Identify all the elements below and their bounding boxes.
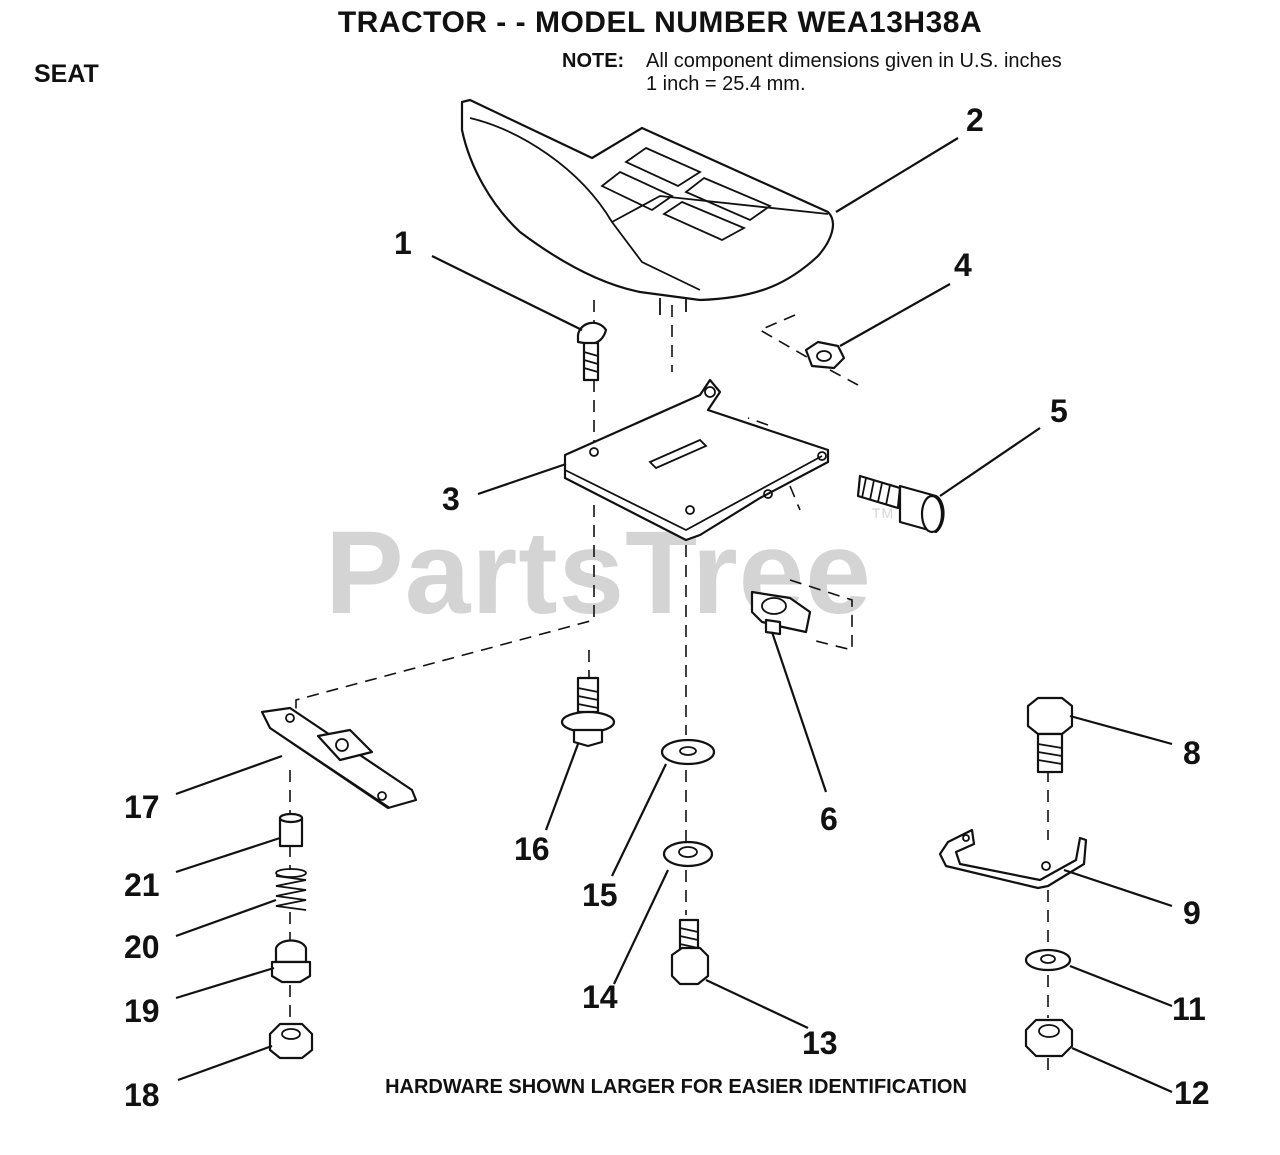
hex-bolt-large-part xyxy=(1026,696,1074,774)
flange-nut-part xyxy=(268,1022,314,1060)
leader-lines xyxy=(175,137,1173,1094)
callout-5: 5 xyxy=(1050,393,1068,429)
seat-bracket-part xyxy=(563,378,830,542)
slide-plate-part xyxy=(260,706,418,810)
callout-1: 1 xyxy=(394,225,412,261)
callout-13: 13 xyxy=(802,1025,838,1061)
spring-part xyxy=(275,868,307,911)
callout-21: 21 xyxy=(124,867,160,903)
pin-part xyxy=(278,812,304,848)
note-line-1: All component dimensions given in U.S. i… xyxy=(646,50,1062,72)
flange-bolt-part xyxy=(560,676,616,748)
lock-washer-part xyxy=(662,840,714,868)
hardware-footnote: HARDWARE SHOWN LARGER FOR EASIER IDENTIF… xyxy=(385,1076,967,1098)
callout-18: 18 xyxy=(124,1077,160,1113)
flat-washer-part xyxy=(660,738,716,766)
callout-numbers: 1 2 3 4 5 6 8 9 11 12 13 14 15 16 17 18 … xyxy=(124,102,1210,1113)
callout-11: 11 xyxy=(1172,991,1206,1027)
shoulder-bolt-part xyxy=(856,474,945,534)
dimension-note: NOTE: All component dimensions given in U… xyxy=(562,50,1062,96)
note-line-2: 1 inch = 25.4 mm. xyxy=(646,73,806,95)
callout-16: 16 xyxy=(514,831,550,867)
callout-12: 12 xyxy=(1174,1075,1210,1111)
hex-nut-part xyxy=(804,340,846,370)
note-label: NOTE: xyxy=(562,50,625,72)
callout-19: 19 xyxy=(124,993,160,1029)
callout-8: 8 xyxy=(1183,735,1201,771)
lock-nut-part xyxy=(1024,1018,1074,1058)
seat-pan-part xyxy=(460,98,835,315)
carriage-bolt-part xyxy=(576,321,608,382)
callout-15: 15 xyxy=(582,877,618,913)
cable-clip-part xyxy=(750,590,812,636)
page-title: TRACTOR - - MODEL NUMBER WEA13H38A xyxy=(337,6,983,39)
callout-4: 4 xyxy=(954,247,972,283)
callout-14: 14 xyxy=(582,979,618,1015)
trademark-mark: TM xyxy=(871,505,895,521)
hex-bolt-small-part xyxy=(670,918,710,986)
callout-20: 20 xyxy=(124,929,160,965)
callout-17: 17 xyxy=(124,789,160,825)
callout-3: 3 xyxy=(442,481,460,517)
spacer-nut-part xyxy=(270,939,312,984)
callout-2: 2 xyxy=(966,102,984,138)
assembly-lines xyxy=(289,300,1049,1078)
angle-bracket-part xyxy=(938,828,1088,890)
callout-6: 6 xyxy=(820,801,838,837)
section-label: SEAT xyxy=(34,60,99,88)
washer-part xyxy=(1024,948,1072,972)
callout-9: 9 xyxy=(1183,895,1201,931)
